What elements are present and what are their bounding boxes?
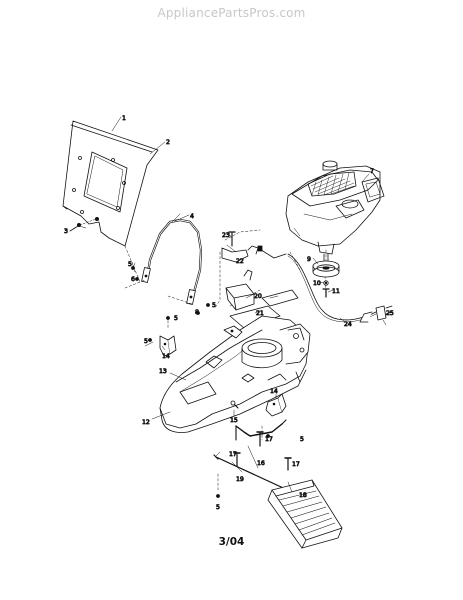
callout-4: 4 bbox=[190, 213, 194, 220]
callout-7: 7 bbox=[370, 168, 374, 175]
mower-deck-part bbox=[159, 315, 311, 433]
callout-19: 19 bbox=[236, 476, 244, 483]
callout-13: 13 bbox=[159, 368, 167, 375]
power-cord-part bbox=[287, 253, 393, 323]
callout-labels: 1 2 3 4 5 6 5 8 5 5 7 23 22 9 10 11 20 2… bbox=[64, 115, 395, 512]
bolt-part-17 bbox=[233, 431, 292, 471]
revision-code: 3/04 bbox=[218, 536, 245, 548]
callout-23: 23 bbox=[222, 232, 230, 239]
engine-part bbox=[285, 160, 385, 263]
callout-11: 11 bbox=[332, 288, 340, 295]
callout-2: 2 bbox=[166, 139, 170, 146]
callout-5d: 5 bbox=[144, 338, 148, 345]
callout-14a: 14 bbox=[162, 353, 170, 360]
callout-24: 24 bbox=[344, 321, 352, 328]
callout-5f: 5 bbox=[216, 504, 220, 511]
callout-25: 25 bbox=[386, 310, 394, 317]
callout-9: 9 bbox=[307, 256, 311, 263]
callout-18: 18 bbox=[299, 492, 307, 499]
bolt-part-15 bbox=[230, 400, 239, 409]
callout-1: 1 bbox=[122, 115, 126, 122]
handle-frame-part bbox=[141, 213, 203, 305]
callout-17a: 17 bbox=[265, 436, 273, 443]
rod-part-16 bbox=[235, 419, 287, 441]
callout-8: 8 bbox=[195, 309, 199, 316]
key-bolt-parts bbox=[322, 280, 330, 298]
gasket-part bbox=[229, 289, 299, 329]
leader-lines bbox=[78, 116, 387, 493]
callout-17b: 17 bbox=[229, 451, 237, 458]
callout-16: 16 bbox=[257, 460, 265, 467]
hood-panel-part bbox=[62, 120, 159, 247]
bracket-part-14-left bbox=[159, 335, 177, 357]
screw-part-3 bbox=[69, 216, 100, 232]
switch-bracket-part bbox=[221, 231, 287, 263]
callout-12: 12 bbox=[142, 419, 150, 426]
pulley-part bbox=[312, 260, 340, 278]
small-screws bbox=[131, 266, 270, 498]
callout-5a: 5 bbox=[128, 261, 132, 268]
callout-14b: 14 bbox=[270, 388, 278, 395]
callout-15: 15 bbox=[230, 417, 238, 424]
callout-17c: 17 bbox=[292, 461, 300, 468]
callout-5c: 5 bbox=[174, 315, 178, 322]
watermark: AppliancePartsPros.com bbox=[157, 6, 306, 20]
switch-part bbox=[225, 269, 255, 311]
callout-5e: 5 bbox=[300, 436, 304, 443]
callout-20: 20 bbox=[254, 293, 262, 300]
callout-6: 6 bbox=[131, 276, 135, 283]
chute-part bbox=[267, 479, 343, 549]
callout-22: 22 bbox=[236, 258, 244, 265]
callout-3: 3 bbox=[64, 228, 68, 235]
callout-21: 21 bbox=[256, 310, 264, 317]
rod-part-19 bbox=[213, 454, 293, 493]
callout-10: 10 bbox=[313, 280, 321, 287]
callout-5b: 5 bbox=[212, 302, 216, 309]
bracket-part-14-right bbox=[265, 393, 287, 417]
